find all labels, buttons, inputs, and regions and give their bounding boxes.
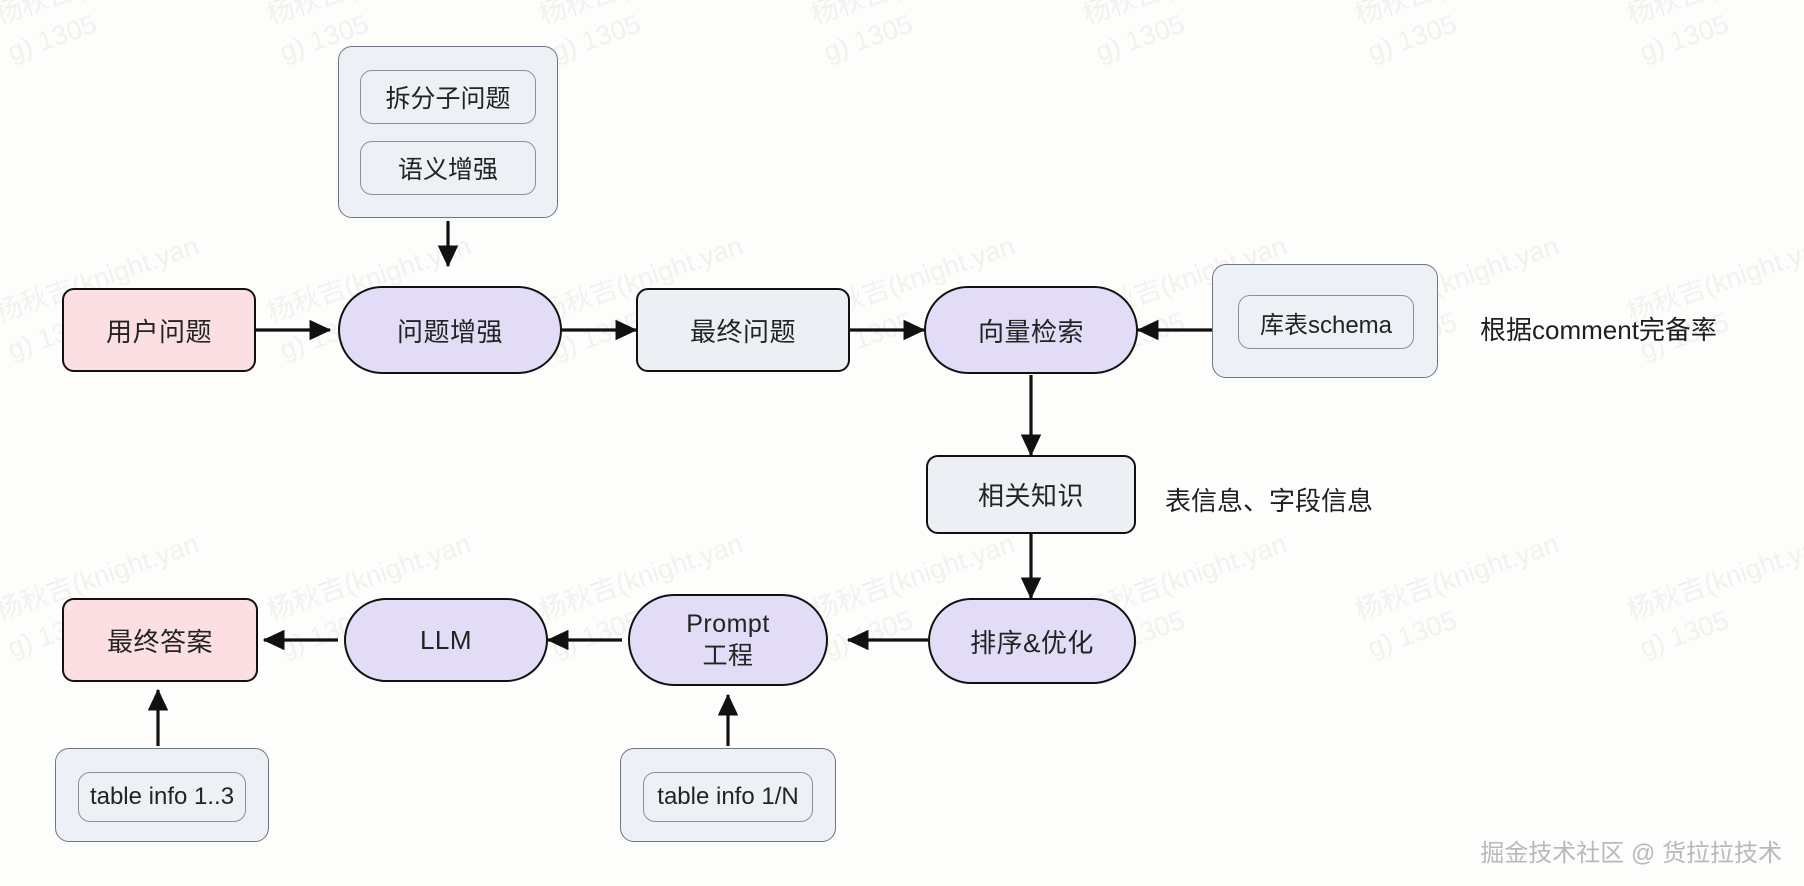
node-final-question-label: 最终问题 (689, 316, 796, 347)
node-prompt-engineering-label-line1: Prompt (686, 610, 770, 638)
watermark-tile: 杨秋吉(knight.yan g) 1305 (1623, 0, 1804, 68)
node-semantic-enhance-label: 语义增强 (397, 156, 498, 184)
node-final-answer[interactable]: 最终答案 (62, 598, 258, 682)
watermark-tile: 杨秋吉(knight.yan g) 1305 (807, 0, 1018, 68)
node-vector-retrieval[interactable]: 向量检索 (924, 286, 1138, 374)
node-vector-retrieval-label: 向量检索 (977, 316, 1084, 347)
node-prompt-engineering-label-line2: 工程 (702, 642, 754, 670)
node-related-knowledge[interactable]: 相关知识 (926, 455, 1136, 534)
node-final-answer-label: 最终答案 (106, 626, 213, 657)
node-db-table-schema-label: 库表schema (1259, 311, 1393, 339)
node-prompt-engineering[interactable]: Prompt 工程 (628, 594, 828, 686)
node-question-enhance-label: 问题增强 (396, 316, 503, 347)
watermark-tile: 杨秋吉(knight.yan g) 1305 (1623, 528, 1804, 664)
node-llm-label: LLM (419, 624, 473, 655)
node-db-table-schema[interactable]: 库表schema (1238, 295, 1414, 349)
node-question-enhance[interactable]: 问题增强 (338, 286, 562, 374)
annotation-table-field-info: 表信息、字段信息 (1165, 486, 1374, 516)
node-split-sub-question[interactable]: 拆分子问题 (360, 70, 536, 124)
node-final-question[interactable]: 最终问题 (636, 288, 850, 372)
node-split-sub-question-label: 拆分子问题 (385, 85, 511, 113)
footer-credit: 掘金技术社区 @ 货拉拉技术 (1480, 840, 1782, 867)
watermark-tile: 杨秋吉(knight.yan g) 1305 (535, 0, 746, 68)
node-table-info-1-n[interactable]: table info 1/N (643, 772, 813, 822)
node-rank-optimize[interactable]: 排序&优化 (928, 598, 1136, 684)
node-llm[interactable]: LLM (344, 598, 548, 682)
node-semantic-enhance[interactable]: 语义增强 (360, 141, 536, 195)
node-user-question-label: 用户问题 (105, 316, 212, 347)
watermark-tile: 杨秋吉(knight.yan g) 1305 (1079, 0, 1290, 68)
annotation-comment-rate: 根据comment完备率 (1480, 315, 1717, 345)
watermark-tile: 杨秋吉(knight.yan g) 1305 (0, 0, 203, 68)
watermark-tile: 杨秋吉(knight.yan g) 1305 (1351, 0, 1562, 68)
node-rank-optimize-label: 排序&优化 (970, 627, 1094, 658)
watermark-tile: 杨秋吉(knight.yan g) 1305 (1623, 230, 1804, 366)
node-related-knowledge-label: 相关知识 (977, 481, 1084, 511)
node-table-info-1-3-label: table info 1..3 (89, 783, 235, 810)
node-table-info-1-n-label: table info 1/N (657, 783, 799, 810)
watermark-tile: 杨秋吉(knight.yan g) 1305 (1351, 528, 1563, 664)
node-user-question[interactable]: 用户问题 (62, 288, 256, 372)
node-table-info-1-3[interactable]: table info 1..3 (78, 772, 246, 822)
